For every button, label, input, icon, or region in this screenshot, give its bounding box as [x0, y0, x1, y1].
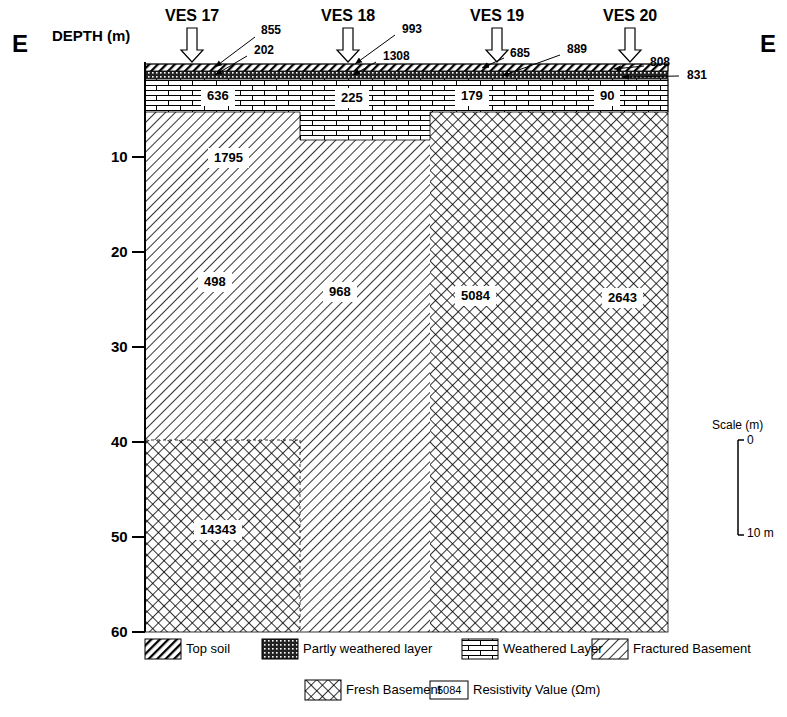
resistivity-value: 831: [687, 69, 707, 83]
station-label: VES 19: [470, 7, 524, 25]
resistivity-value: 90: [600, 88, 614, 104]
legend-text: Resistivity Value (Ωm): [473, 683, 600, 698]
legend-text: Partly weathered layer: [303, 642, 432, 657]
depth-tick: 40: [111, 433, 128, 450]
legend-text: Fractured Basement: [633, 642, 751, 657]
partly-weathered-layer: [145, 71, 668, 79]
resistivity-box: 14343: [194, 520, 242, 540]
resistivity-value: 1795: [214, 150, 243, 166]
resistivity-box: 225: [335, 88, 369, 108]
resistivity-value: 202: [254, 44, 274, 58]
depth-axis: [132, 62, 145, 632]
scale-title: Scale (m): [712, 419, 763, 433]
station-label: VES 20: [603, 7, 657, 25]
section-end-letter: E: [760, 30, 776, 58]
resistivity-box: 90: [594, 86, 620, 106]
axis-title: DEPTH (m): [52, 27, 130, 44]
resistivity-box: 498: [198, 272, 232, 292]
resistivity-value: 5084: [461, 288, 490, 304]
resistivity-box: 636: [201, 86, 235, 106]
resistivity-value: 685: [510, 47, 530, 61]
resistivity-value: 808: [650, 56, 670, 70]
resistivity-value: 1308: [383, 50, 410, 64]
station-label: VES 18: [321, 7, 375, 25]
resistivity-value: 2643: [608, 290, 637, 306]
leader-lines: [215, 35, 679, 77]
legend-swatch: [262, 639, 298, 659]
depth-tick: 10: [111, 148, 128, 165]
fractured-basement: [145, 112, 430, 632]
legend-text: Fresh Basement: [346, 683, 441, 698]
scale-bar: [738, 440, 744, 535]
depth-tick: 50: [111, 528, 128, 545]
resistivity-value: 855: [261, 24, 281, 38]
scale-value: 10 m: [747, 527, 774, 541]
resistivity-box: 968: [323, 282, 357, 302]
depth-tick: 60: [111, 623, 128, 640]
station-label: VES 17: [165, 7, 219, 25]
section-end-letter: E: [12, 30, 28, 58]
depth-tick: 30: [111, 338, 128, 355]
legend-text: Weathered Layer: [503, 642, 603, 657]
legend-swatch: [145, 639, 181, 659]
legend-swatch: [305, 680, 341, 700]
resistivity-box: 5084: [455, 286, 496, 306]
resistivity-value: 636: [207, 88, 229, 104]
resistivity-value: 498: [204, 274, 226, 290]
scale-value: 0: [747, 434, 754, 448]
resistivity-value: 225: [341, 90, 363, 106]
resistivity-box: 179: [455, 86, 489, 106]
legend-text: Top soil: [186, 642, 230, 657]
depth-tick: 20: [111, 243, 128, 260]
resistivity-value: 993: [402, 23, 422, 37]
legend-swatch: [462, 639, 498, 659]
weathered-layer: [145, 79, 668, 140]
resistivity-value: 968: [329, 284, 351, 300]
fresh-basement: [145, 112, 668, 632]
resistivity-box: 2643: [602, 288, 643, 308]
resistivity-value: 14343: [200, 522, 236, 538]
resistivity-box: 1795: [208, 148, 249, 168]
resistivity-value: 179: [461, 88, 483, 104]
resistivity-value: 889: [567, 43, 587, 57]
